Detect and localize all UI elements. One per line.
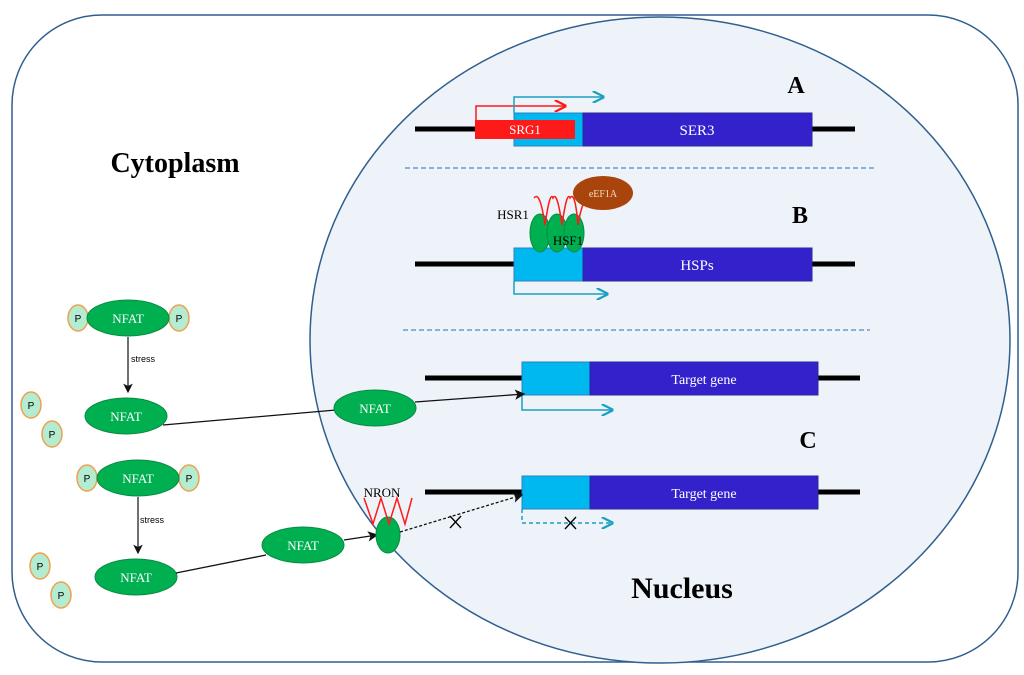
nron-complex-protein [375,516,401,554]
blocked-activation-line [399,492,524,533]
hsps-transcription-arrow [513,281,607,294]
nfat-blocked [261,526,345,564]
ser3-transcription-arrow [513,97,603,113]
nfat-label: NFAT [287,538,319,553]
phosphate-label: P [75,314,82,325]
nfat-nuclear [333,389,417,427]
panel-c-label: C [799,428,816,454]
nfat-label: NFAT [122,471,154,486]
srg1-label: SRG1 [509,122,541,137]
nfat-dephosphorylated [94,558,178,596]
hsf1-label: HSF1 [553,233,583,248]
ser3-gene [582,112,813,147]
phosphate [41,420,63,448]
translocation-line [162,409,337,426]
nron-label: NRON [364,485,401,500]
target-gene-2 [589,475,819,510]
target-gene-1 [589,361,819,396]
hsr1-label: HSR1 [497,207,529,222]
panel-a-label: A [787,73,805,99]
panel-b-label: B [792,203,808,229]
nfat-label: NFAT [110,409,142,424]
promoter-c1 [521,361,591,396]
target-transcription-arrow [521,395,612,410]
phosphate-label: P [176,314,183,325]
phosphate-label: P [49,430,56,441]
phosphate-label: P [37,562,44,573]
eef1a-protein [573,176,633,210]
srg1-gene [475,120,575,139]
nfat-phosphorylated [96,459,180,497]
phosphate [50,581,72,609]
ser3-label: SER3 [679,123,714,139]
eef1a-label: eEF1A [589,189,618,200]
nfat-label: NFAT [120,570,152,585]
promoter-b [513,247,584,282]
block-x-icon [564,516,577,530]
translocation-line [175,554,267,574]
promoter-c2 [521,475,591,510]
hsps-gene [582,247,813,282]
nron-binding-arrow [343,531,379,542]
nfat-label: NFAT [112,311,144,326]
nfat-label: NFAT [359,401,391,416]
phosphate-label: P [58,591,65,602]
target-gene-2-label: Target gene [671,487,736,502]
hsps-label: HSPs [680,258,714,274]
cytoplasm-label: Cytoplasm [110,148,239,179]
phosphate-label: P [84,474,91,485]
nron-rna [363,495,413,527]
srg1-transcription-arrow [475,106,565,120]
phosphate-label: P [28,401,35,412]
block-x-icon [449,515,462,529]
phosphate-label: P [186,474,193,485]
nucleus-label: Nucleus [631,572,733,605]
activation-arrow [414,389,526,403]
nfat-phosphorylated [86,299,170,337]
nfat-dephosphorylated [84,397,168,435]
phosphate [20,391,42,419]
target-gene-1-label: Target gene [671,373,736,388]
blocked-transcription-arrow [521,509,612,523]
phosphate [29,552,51,580]
hsr1-rna [533,195,591,226]
nucleus [309,16,1011,664]
stress-label: stress [140,515,165,525]
stress-label: stress [131,354,156,364]
